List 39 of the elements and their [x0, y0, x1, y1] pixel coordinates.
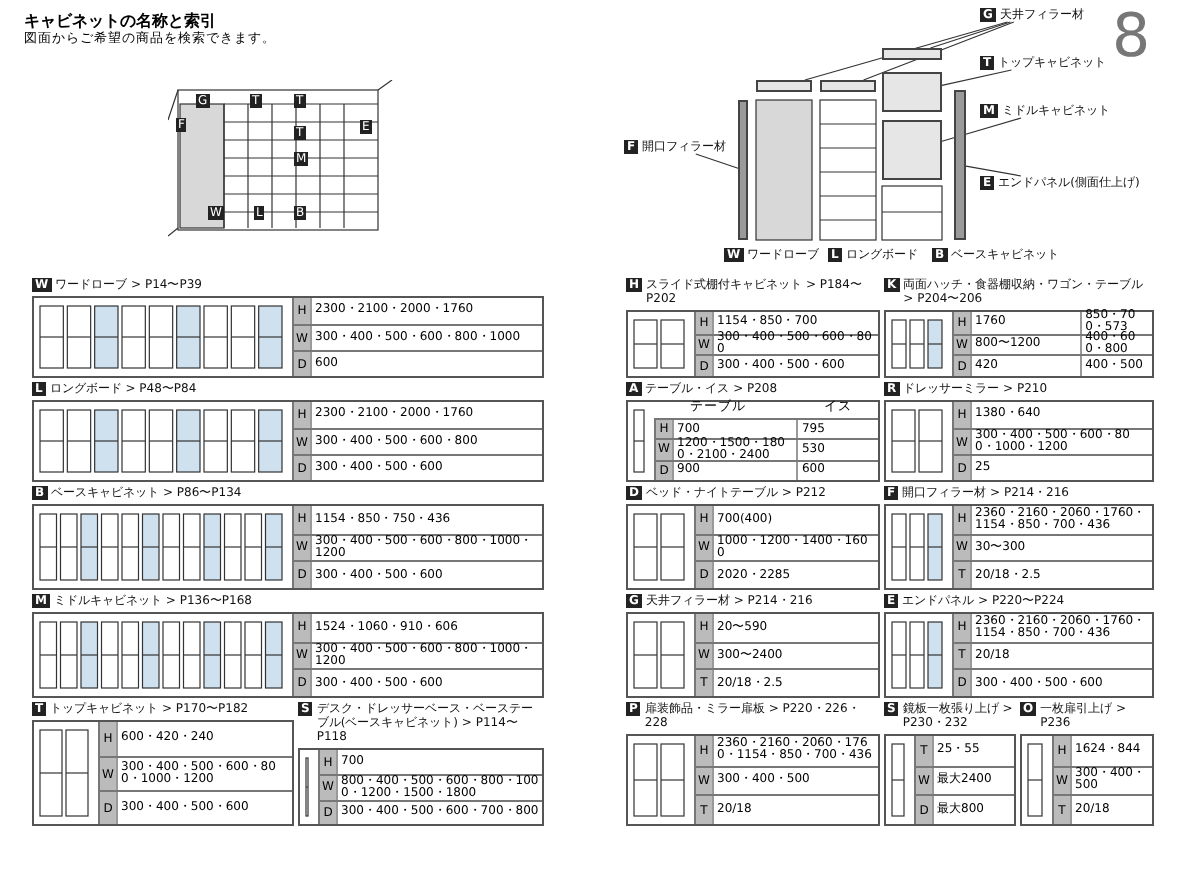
- leader-line: [929, 21, 1011, 49]
- spec-row: [952, 428, 1152, 454]
- spec-row: [694, 765, 878, 795]
- leader-line: [695, 153, 739, 169]
- spec-row: [318, 774, 542, 800]
- leader-line: [941, 117, 1022, 142]
- spec-row: [694, 354, 878, 376]
- spec-row: [952, 454, 1152, 480]
- spec-row: [952, 641, 1152, 669]
- cabinet-part: [820, 80, 876, 92]
- spec-row: [654, 459, 878, 480]
- spec-row: [952, 333, 1152, 355]
- spec-row: [1052, 765, 1152, 795]
- spec-row: [914, 794, 1014, 824]
- spec-row: [318, 799, 542, 824]
- spec-row: [694, 560, 878, 588]
- spec-row: [952, 354, 1152, 376]
- cabinet-part: [882, 120, 942, 180]
- leader-line: [941, 69, 1013, 86]
- cabinet-part: [756, 80, 812, 92]
- page-number: 8: [1112, 8, 1151, 68]
- page-title: キャビネットの名称と索引: [24, 10, 216, 31]
- spec-row: [694, 668, 878, 696]
- panel-part: [954, 90, 966, 240]
- spec-row: [952, 560, 1152, 588]
- cabinet-part: [882, 48, 942, 60]
- cabinet-part: [882, 72, 942, 112]
- spec-row: [694, 533, 878, 561]
- spec-row: [952, 668, 1152, 696]
- spec-row: [694, 641, 878, 669]
- spec-row: [654, 438, 878, 460]
- spec-row: [694, 794, 878, 824]
- spec-row: [654, 418, 878, 439]
- panel-part: [738, 100, 748, 240]
- leader-line: [965, 165, 1022, 177]
- spec-row: [1052, 794, 1152, 824]
- spec-row: [694, 333, 878, 355]
- spec-row: [952, 533, 1152, 561]
- spec-row: [914, 765, 1014, 795]
